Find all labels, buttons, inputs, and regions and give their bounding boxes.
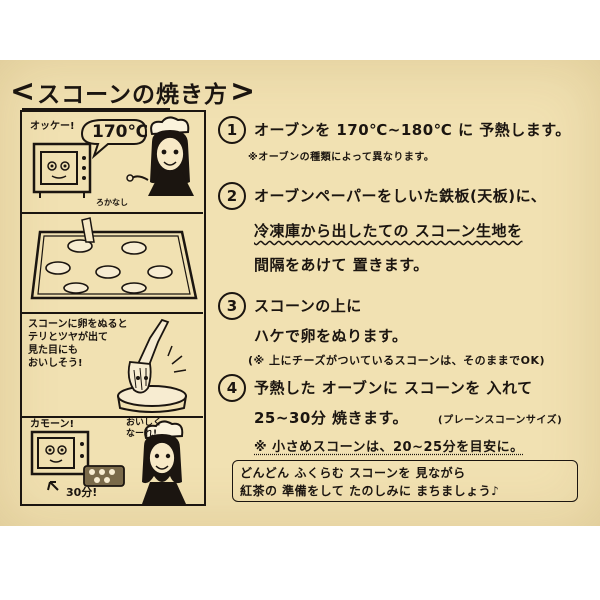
closing-line-1: どんどん ふくらむ スコーンを 見ながら — [240, 466, 466, 480]
title-underline — [22, 108, 170, 110]
title-left-bracket: < — [10, 74, 36, 109]
step-number: 2 — [218, 182, 246, 210]
comic-strip: オッケー! 170℃ ろかなし — [20, 110, 206, 506]
preheat-illustration — [32, 116, 194, 198]
oven-exclaim: オッケー! — [30, 121, 75, 132]
egg-brush-illustration — [117, 318, 187, 413]
step-text: オーブンを 170℃~180℃ に 予熱します。 — [254, 121, 571, 139]
step-text: 間隔をあけて 置きます。 — [254, 256, 429, 274]
closing-line-2: 紅茶の 準備をして たのしみに まちましょう♪ — [240, 484, 500, 498]
title-right-bracket: > — [230, 74, 256, 109]
step-note: (※ 上にチーズがついているスコーンは、そのままでOK) — [248, 354, 546, 367]
step-text: 冷凍庫から出したての スコーン生地を — [254, 222, 523, 240]
step-text: オーブンペーパーをしいた鉄板(天板)に、 — [254, 187, 547, 205]
closing-box — [232, 460, 578, 502]
step-text: 予熱した オーブンに スコーンを 入れて — [254, 379, 533, 397]
oven-temp-bubble: 170℃ — [92, 122, 149, 142]
step-note: ※ 小さめスコーンは、20~25分を目安に。 — [254, 440, 524, 455]
title-text: スコーンの焼き方 — [37, 82, 228, 108]
comic-panel-egg: スコーンに卵をぬると テリとツヤが出て 見た目にも おいしそう! — [22, 312, 203, 418]
step-text: スコーンの上に — [254, 297, 362, 315]
tray-illustration — [30, 217, 198, 300]
recipe-title: < スコーンの焼き方 > — [10, 74, 255, 110]
step-number: 4 — [218, 374, 246, 402]
comic-panel-bake: カモーン! おいしく なーれ! 30分! — [22, 416, 203, 504]
comic-panel-preheat: オッケー! 170℃ ろかなし — [22, 112, 203, 214]
size-note: (プレーンスコーンサイズ) — [438, 415, 563, 426]
rosy-cheeks-note: ろかなし — [96, 198, 128, 207]
step-number: 1 — [218, 116, 246, 144]
recipe-card: < スコーンの焼き方 > — [0, 60, 600, 526]
egg-caption: スコーンに卵をぬると テリとツヤが出て 見た目にも おいしそう! — [28, 319, 128, 369]
girl-speech: おいしく なーれ! — [126, 418, 163, 439]
step-note: ※オーブンの種類によって異なります。 — [248, 152, 435, 163]
step-text: 25~30分 焼きます。 — [254, 409, 409, 427]
oven-come-on: カモーン! — [30, 419, 75, 430]
timer-label: 30分! — [66, 486, 98, 499]
step-text: ハケで卵をぬります。 — [254, 327, 408, 345]
comic-panel-tray — [22, 212, 203, 314]
step-number: 3 — [218, 292, 246, 320]
bake-illustration — [30, 420, 186, 504]
